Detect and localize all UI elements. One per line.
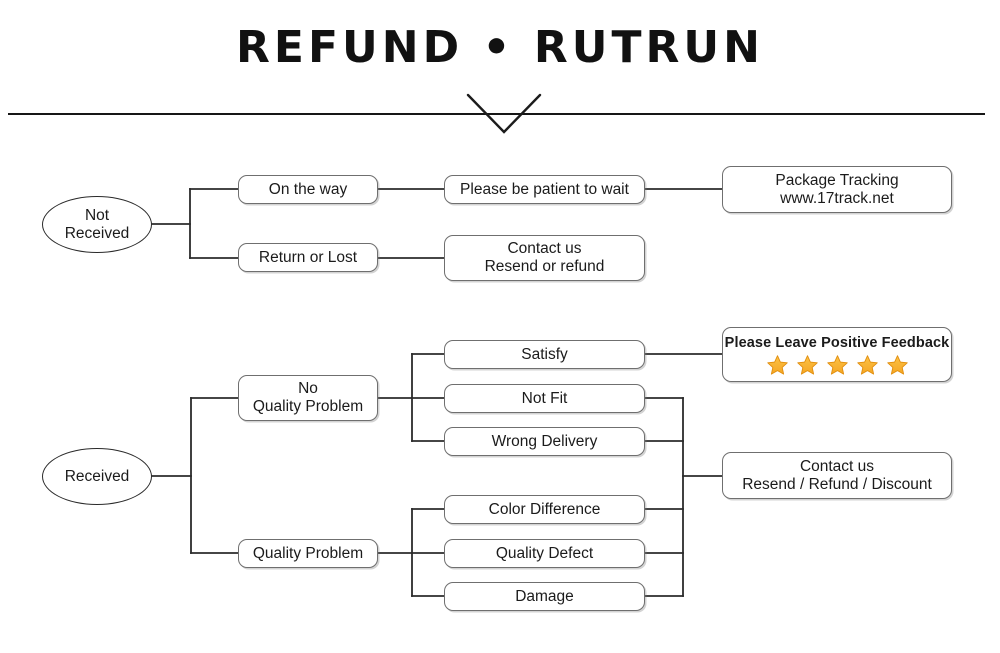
positive-feedback-label: Please Leave Positive Feedback (724, 335, 950, 352)
node-color-difference[interactable]: Color Difference (444, 495, 645, 524)
node-not-received[interactable]: Not Received (42, 196, 152, 253)
header: REFUND • RUTRUN (0, 0, 1000, 134)
node-package-tracking[interactable]: Package Tracking www.17track.net (722, 166, 952, 213)
node-wrong-delivery[interactable]: Wrong Delivery (444, 427, 645, 456)
star-icon (856, 355, 878, 375)
divider (8, 113, 985, 115)
node-on-the-way[interactable]: On the way (238, 175, 378, 204)
node-no-quality-problem[interactable]: No Quality Problem (238, 375, 378, 421)
star-icon (826, 355, 848, 375)
node-not-fit[interactable]: Not Fit (444, 384, 645, 413)
page-title: REFUND • RUTRUN (236, 22, 764, 73)
node-quality-defect[interactable]: Quality Defect (444, 539, 645, 568)
node-damage[interactable]: Damage (444, 582, 645, 611)
node-satisfy[interactable]: Satisfy (444, 340, 645, 369)
star-icon (766, 355, 788, 375)
node-contact-us-resend-refund-discount[interactable]: Contact us Resend / Refund / Discount (722, 452, 952, 499)
star-icon (796, 355, 818, 375)
node-return-or-lost[interactable]: Return or Lost (238, 243, 378, 272)
star-rating (766, 354, 909, 377)
node-positive-feedback[interactable]: Please Leave Positive Feedback (722, 327, 952, 382)
chevron-down-icon (466, 93, 542, 134)
node-quality-problem[interactable]: Quality Problem (238, 539, 378, 568)
node-contact-us-resend-or-refund[interactable]: Contact us Resend or refund (444, 235, 645, 281)
star-icon (886, 355, 908, 375)
node-received[interactable]: Received (42, 448, 152, 505)
node-please-be-patient-to-wait[interactable]: Please be patient to wait (444, 175, 645, 204)
